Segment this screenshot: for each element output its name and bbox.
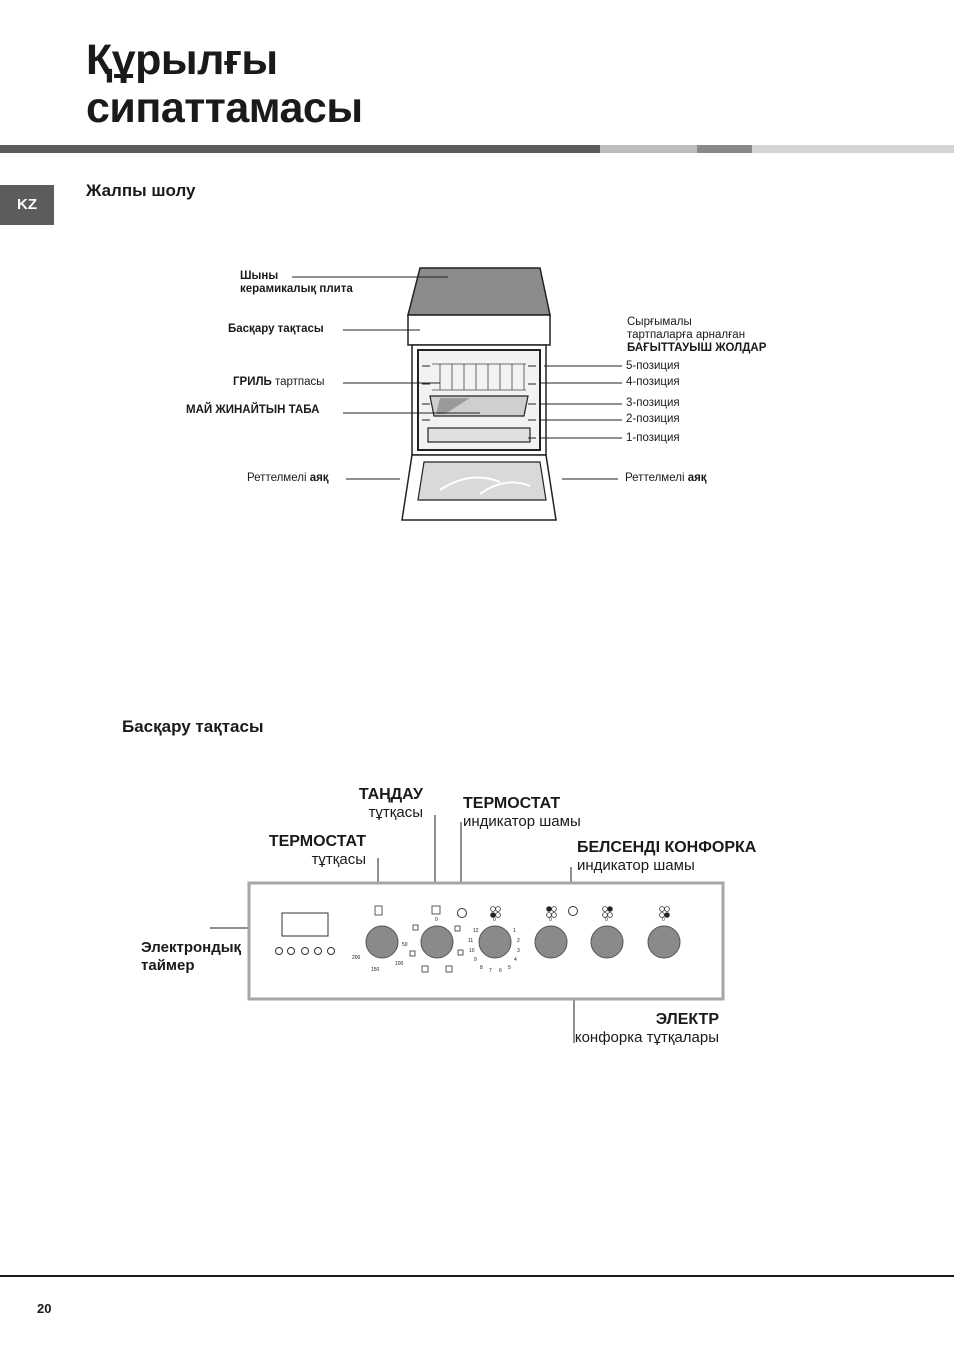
numeral-zero-hob2: 0 (549, 917, 552, 923)
numeral-12: 12 (473, 928, 479, 934)
label-pos3: 3-позиция (626, 397, 680, 409)
caption-select-bold: ТАҢДАУ (358, 786, 423, 803)
header-band-dark (0, 145, 600, 153)
label-guides-1: Сырғымалы (627, 316, 692, 328)
label-pos2: 2-позиция (626, 413, 680, 425)
numeral-8: 8 (480, 965, 483, 971)
label-pos4: 4-позиция (626, 376, 680, 388)
numeral-zero-hob3: 0 (605, 917, 608, 923)
language-tab: KZ (0, 185, 54, 225)
control-heading: Басқару тақтасы (122, 717, 264, 736)
label-grill-rest: тартпасы (271, 376, 325, 388)
label-control-panel: Басқару тақтасы (228, 323, 324, 336)
caption-electric-rest: конфорка тұтқалары (574, 1029, 719, 1046)
label-hob-1: Шыны (240, 270, 279, 282)
caption-electric-bold: ЭЛЕКТР (655, 1011, 719, 1028)
footer-rule (0, 1275, 954, 1277)
label-guides: Сырғымалы тартпаларға арналған БАҒЫТТАУЫ… (627, 316, 766, 355)
caption-thermostat-lamp: ТЕРМОСТАТ индикатор шамы (463, 795, 581, 831)
numeral-11: 11 (468, 938, 474, 944)
label-foot-right: Реттелмелі аяқ (625, 472, 707, 485)
numeral-3: 3 (517, 948, 520, 954)
numeral-2: 2 (517, 938, 520, 944)
control-panel-diagram (210, 815, 725, 1043)
numeral-5: 5 (508, 965, 511, 971)
page-title-line1: Құрылғы (86, 36, 278, 84)
numeral-150: 150 (371, 967, 380, 973)
numeral-7: 7 (489, 968, 492, 974)
overview-heading: Жалпы шолу (86, 181, 196, 200)
label-hob: Шыны керамикалық плита (240, 270, 353, 296)
page-title: Құрылғы сипаттамасы (86, 36, 363, 132)
caption-timer: Электрондық таймер (141, 939, 241, 975)
label-pos5: 5-позиция (626, 360, 680, 372)
label-drip-tray: МАЙ ЖИНАЙТЫН ТАБА (186, 404, 319, 417)
label-foot-left-1: Реттелмелі (247, 472, 310, 484)
caption-active-hob-rest: индикатор шамы (577, 857, 695, 874)
numeral-6: 6 (499, 968, 502, 974)
oven-diagram (292, 267, 622, 521)
label-foot-left-2: аяқ (309, 472, 329, 484)
label-control-panel-text: Басқару тақтасы (228, 323, 324, 335)
caption-select-knob: ТАҢДАУ тұтқасы (323, 786, 423, 822)
caption-thermostat-knob: ТЕРМОСТАТ тұтқасы (246, 833, 366, 869)
label-guides-2: тартпаларға арналған (627, 329, 746, 341)
numeral-4: 4 (514, 957, 517, 963)
label-grill: ГРИЛЬ тартпасы (233, 376, 325, 389)
caption-active-hob: БЕЛСЕНДІ КОНФОРКА индикатор шамы (577, 839, 756, 875)
caption-thermostat-lamp-rest: индикатор шамы (463, 813, 581, 830)
page-title-line2: сипаттамасы (86, 84, 363, 132)
numeral-200: 200 (352, 955, 361, 961)
numeral-zero-hob1: 0 (493, 917, 496, 923)
caption-active-hob-bold: БЕЛСЕНДІ КОНФОРКА (577, 839, 757, 856)
numeral-1: 1 (513, 928, 516, 934)
label-foot-right-2: аяқ (687, 472, 707, 484)
label-foot-left: Реттелмелі аяқ (247, 472, 329, 485)
label-guides-3: БАҒЫТТАУЫШ ЖОЛДАР (627, 342, 767, 354)
caption-thermostat-lamp-bold: ТЕРМОСТАТ (463, 795, 561, 812)
caption-timer-2: таймер (141, 957, 195, 974)
label-hob-2: керамикалық плита (240, 283, 353, 295)
caption-thermostat-knob-rest: тұтқасы (311, 851, 366, 868)
numeral-100: 100 (395, 961, 404, 967)
numeral-zero-selector: 0 (435, 917, 438, 923)
numeral-10: 10 (469, 948, 475, 954)
label-pos1: 1-позиция (626, 432, 680, 444)
label-foot-right-1: Реттелмелі (625, 472, 688, 484)
label-drip-tray-text: МАЙ ЖИНАЙТЫН ТАБА (186, 404, 320, 416)
header-band-mid (697, 145, 752, 153)
header-band-light (600, 145, 697, 153)
numeral-9: 9 (474, 957, 477, 963)
label-grill-bold: ГРИЛЬ (233, 376, 272, 388)
header-band-light-2 (752, 145, 954, 153)
caption-select-rest: тұтқасы (368, 804, 423, 821)
numeral-50: 50 (402, 942, 408, 948)
page-number: 20 (37, 1301, 52, 1316)
caption-electric: ЭЛЕКТР конфорка тұтқалары (559, 1011, 719, 1047)
numeral-zero-hob4: 0 (662, 917, 665, 923)
caption-timer-1: Электрондық (141, 939, 242, 956)
caption-thermostat-knob-bold: ТЕРМОСТАТ (268, 833, 366, 850)
